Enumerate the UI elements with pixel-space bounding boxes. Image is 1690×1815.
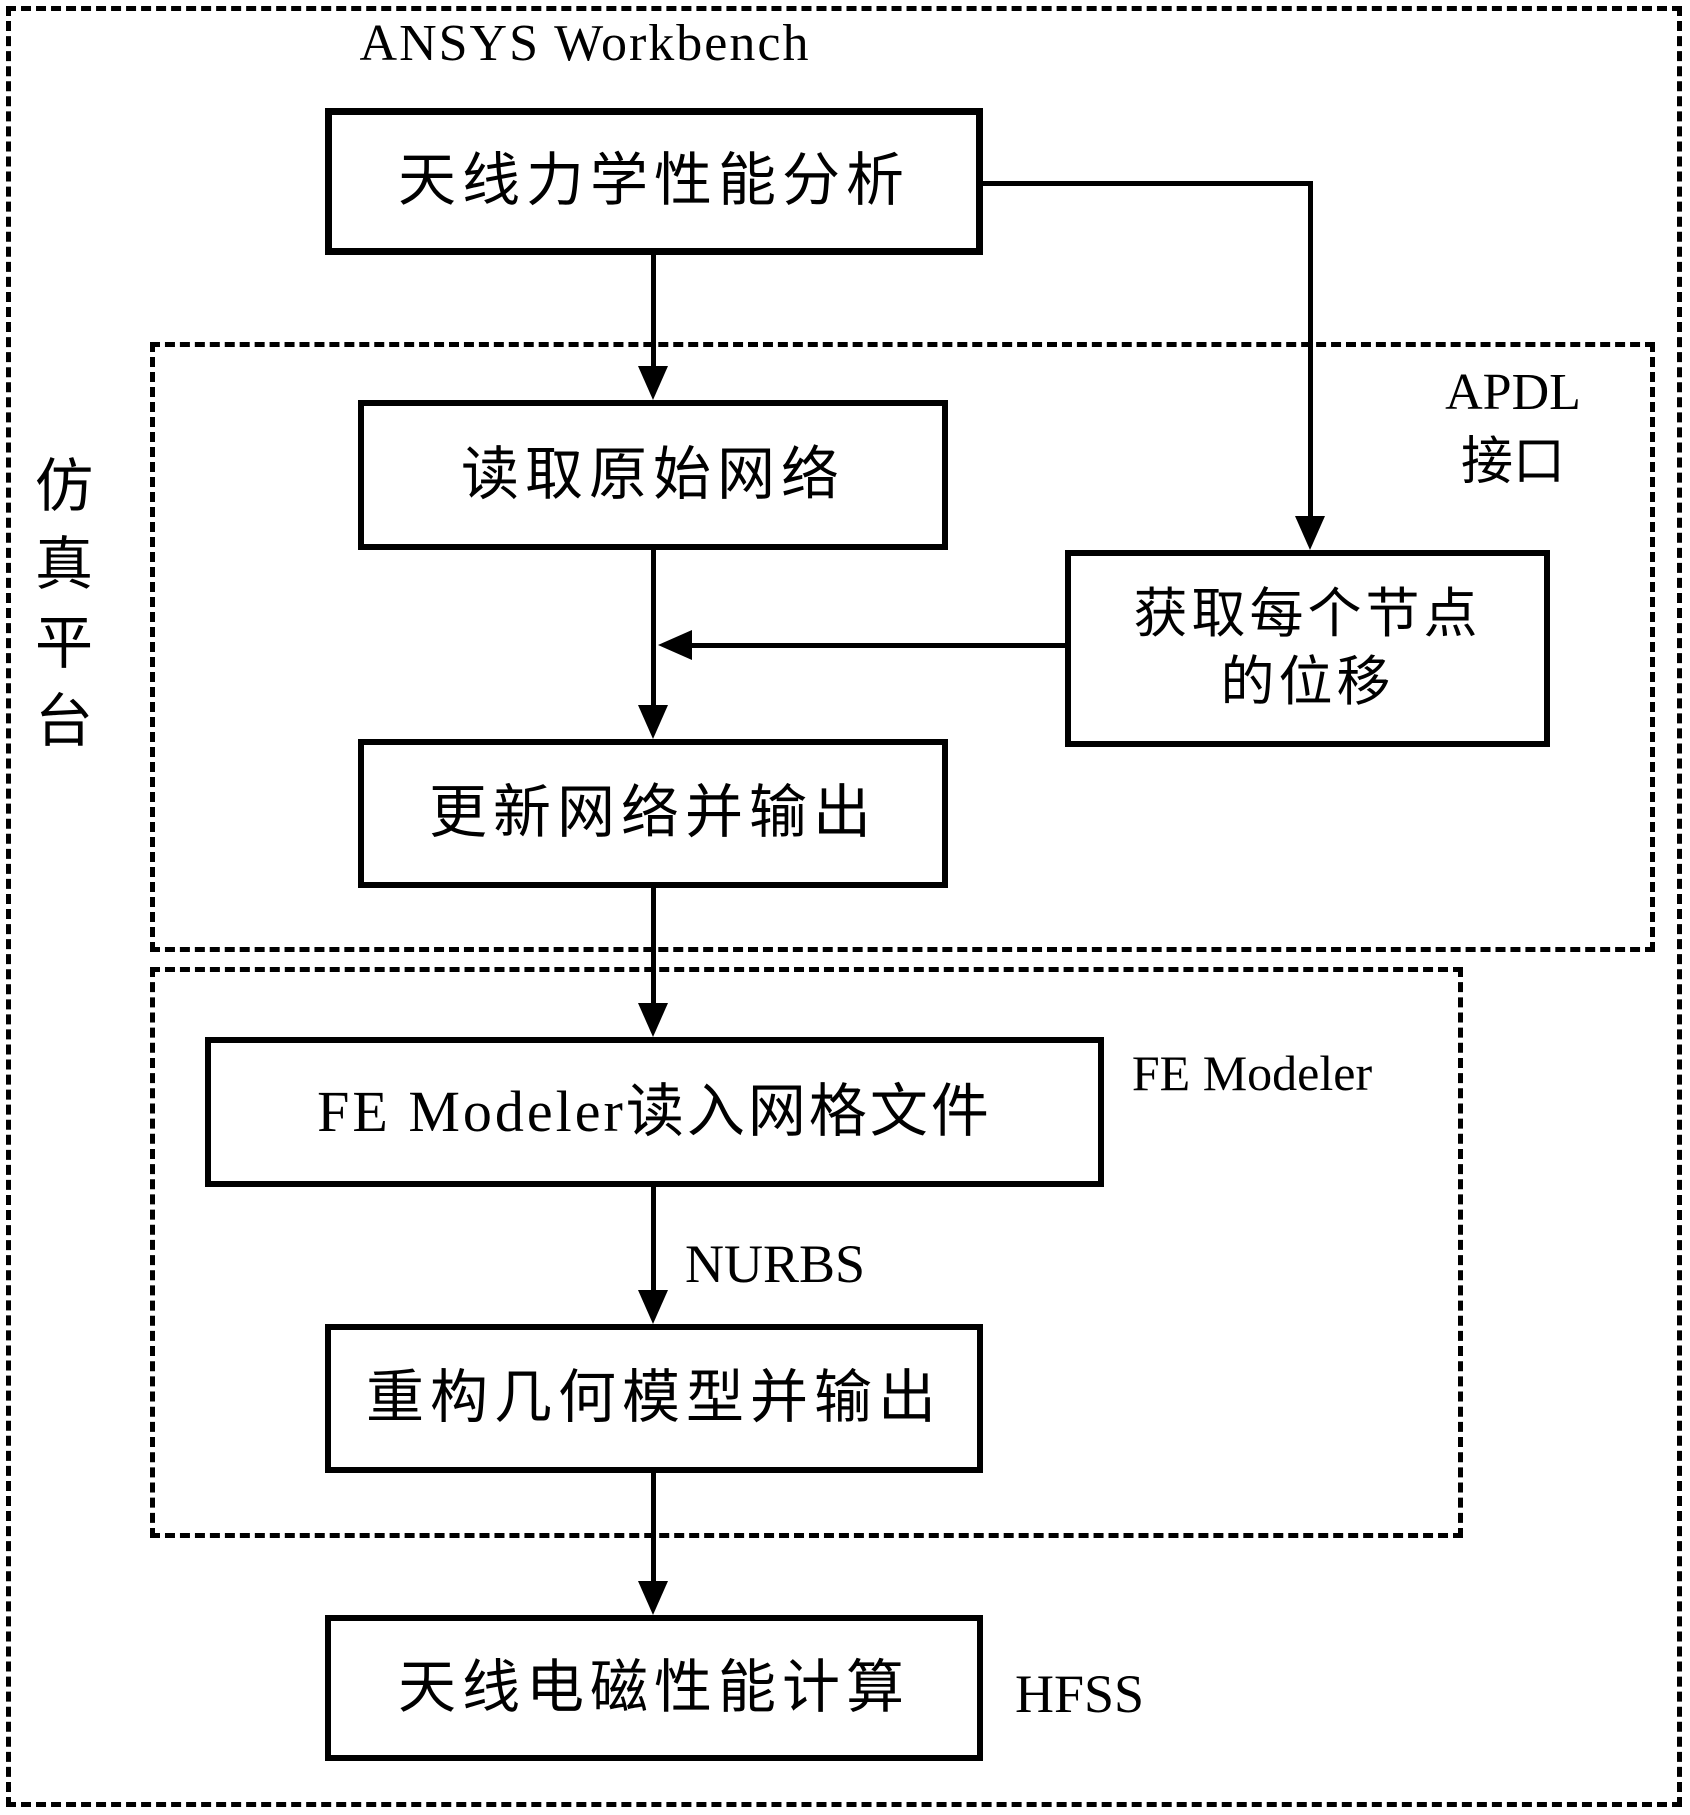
node-fe-read-mesh-file: FE Modeler读入网格文件 xyxy=(205,1037,1104,1187)
arrowhead-fe-read xyxy=(638,1003,668,1037)
fe-modeler-region xyxy=(150,967,1463,1538)
node-mech-analysis: 天线力学性能分析 xyxy=(325,108,983,255)
connector-feread-to-rebuild xyxy=(651,1187,656,1295)
node-em-calculation: 天线电磁性能计算 xyxy=(325,1615,983,1761)
simulation-platform-label: 仿真平台 xyxy=(34,454,93,754)
arrowhead-em-calc xyxy=(638,1581,668,1615)
arrowhead-read-mesh xyxy=(638,366,668,400)
connector-mech-right xyxy=(983,181,1313,186)
arrowhead-update-mesh xyxy=(638,705,668,739)
arrowhead-rebuild xyxy=(638,1290,668,1324)
connector-displacement-left xyxy=(690,643,1065,648)
node-rebuild-geometry: 重构几何模型并输出 xyxy=(325,1324,983,1473)
apdl-region-label: APDL 接口 xyxy=(1445,364,1581,492)
page-title: ANSYS Workbench xyxy=(359,15,811,72)
arrowhead-into-flow xyxy=(658,630,692,660)
connector-read-to-update xyxy=(651,550,656,710)
nurbs-label: NURBS xyxy=(685,1234,866,1294)
fe-modeler-region-label: FE Modeler xyxy=(1131,1045,1373,1101)
node-update-mesh: 更新网络并输出 xyxy=(358,739,948,888)
hfss-label: HFSS xyxy=(1015,1664,1145,1724)
connector-update-to-feread xyxy=(651,888,656,1008)
connector-mech-to-read xyxy=(651,255,656,370)
node-get-displacement: 获取每个节点 的位移 xyxy=(1065,550,1550,747)
connector-rebuild-to-em xyxy=(651,1473,656,1586)
connector-down-to-displacement xyxy=(1308,181,1313,520)
arrowhead-get-displacement xyxy=(1295,516,1325,550)
apdl-region xyxy=(150,342,1655,952)
node-read-mesh: 读取原始网络 xyxy=(358,400,948,550)
simulation-platform-border xyxy=(6,6,1682,1807)
